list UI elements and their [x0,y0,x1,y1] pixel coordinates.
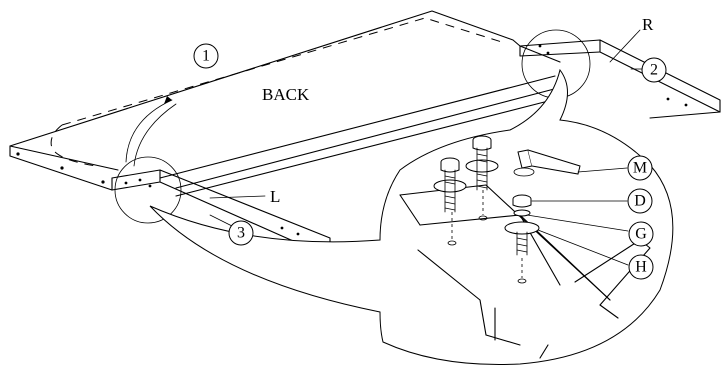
svg-text:D: D [634,193,646,210]
back-panel [9,10,561,197]
callout-lock-washer: G [628,221,654,247]
screw-assembly-right [504,194,540,256]
back-label: BACK [262,85,310,104]
callout-panel: 1 [193,43,219,69]
right-rail-label: R [642,15,654,34]
screw-assembly-left [433,157,467,213]
hex-wrench [513,149,581,177]
detail-bubble [149,68,674,365]
callout-washer: H [628,254,654,280]
svg-text:3: 3 [237,225,245,242]
callout-wrench: M [627,155,653,181]
svg-text:G: G [635,226,647,243]
detail-circle-left [114,156,182,224]
screw-assembly-middle [465,135,499,191]
callout-rail-right: 2 [641,57,667,83]
svg-text:H: H [635,259,647,276]
svg-text:M: M [633,160,647,177]
callout-rail-left: 3 [228,220,254,246]
right-rail [519,39,721,119]
callout-screw: D [627,188,653,214]
left-rail-label: L [270,187,280,206]
svg-text:2: 2 [650,62,658,79]
svg-text:1: 1 [202,48,210,65]
